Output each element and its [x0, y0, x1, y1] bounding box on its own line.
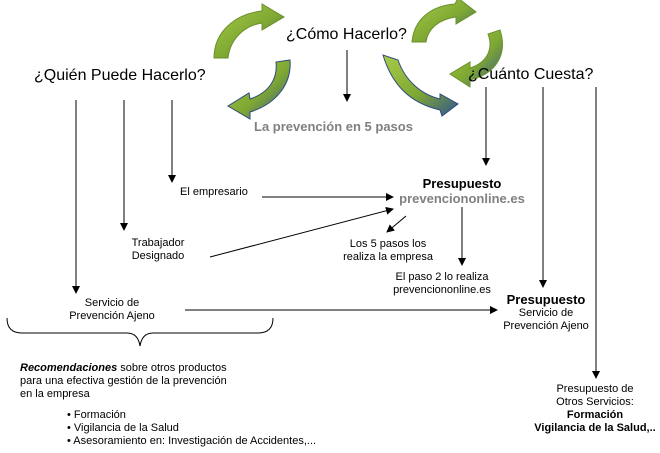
recomendaciones-list: • Formación • Vigilancia de la Salud • A…	[67, 409, 316, 448]
presupuesto-online-site: prevenciononline.es	[399, 191, 525, 206]
note-paso2: El paso 2 lo realiza prevenciononline.es	[393, 271, 491, 296]
cycle-arrow-icon	[213, 3, 291, 120]
question-cuanto: ¿Cuánto Cuesta?	[468, 66, 594, 83]
actor-empresario: El empresario	[180, 186, 248, 198]
cycle-arrow-icon	[382, 0, 503, 117]
presupuesto-spa-title: Presupuesto	[506, 292, 586, 307]
list-item: • Formación	[67, 409, 126, 421]
presupuesto-online: Presupuesto prevenciononline.es	[392, 176, 532, 206]
question-como: ¿Cómo Hacerlo?	[286, 26, 407, 43]
actor-trabajador: Trabajador Designado	[131, 237, 185, 262]
question-quien: ¿Quién Puede Hacerlo?	[34, 67, 206, 84]
brace	[6, 317, 274, 347]
connector-arrows	[72, 50, 600, 379]
presupuesto-otros: Presupuesto de Otros Servicios: Formació…	[534, 383, 656, 434]
presupuesto-online-title: Presupuesto	[422, 176, 502, 191]
list-item: • Asesoramiento en: Investigación de Acc…	[67, 435, 317, 447]
note-cinco-pasos: Los 5 pasos los realiza la empresa	[343, 238, 433, 263]
presupuesto-spa: Presupuesto Servicio de Prevención Ajeno	[496, 292, 596, 333]
recomendaciones-lead: Recomendaciones	[20, 362, 118, 374]
list-item: • Vigilancia de la Salud	[67, 422, 179, 434]
recomendaciones: Recomendaciones sobre otros productos pa…	[20, 362, 227, 400]
center-title: La prevención en 5 pasos	[254, 119, 413, 134]
actor-servicio: Servicio de Prevención Ajeno	[69, 297, 155, 322]
